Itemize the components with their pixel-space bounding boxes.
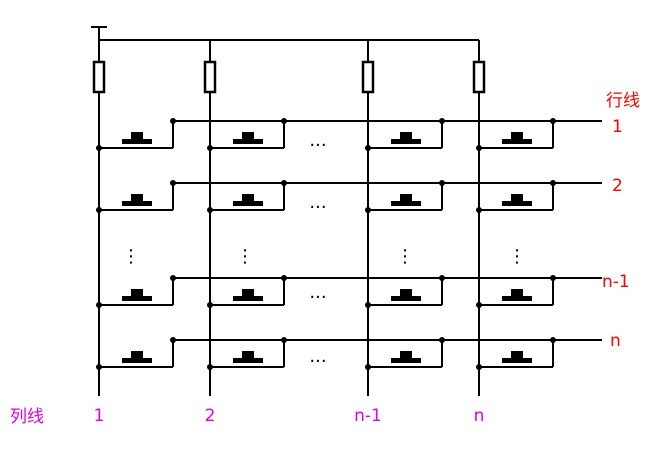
- junction-dot: [439, 180, 445, 186]
- junction-dot: [170, 337, 176, 343]
- junction-dot: [207, 145, 213, 151]
- column-ellipsis: ···: [309, 197, 326, 218]
- matrix-wiring: [91, 26, 602, 396]
- key-button: [391, 201, 421, 206]
- key-button: [122, 358, 152, 363]
- pull-up-resistor: [203, 60, 217, 94]
- key-button: [391, 139, 421, 144]
- junction-dot: [439, 118, 445, 124]
- row-ellipsis: ⋮: [508, 246, 526, 267]
- key-button-cap: [511, 194, 523, 202]
- junction-dot: [439, 337, 445, 343]
- key-button-cap: [242, 132, 254, 140]
- junction-dot: [550, 337, 556, 343]
- row-label-n-1: n-1: [602, 272, 630, 292]
- junction-dot: [207, 207, 213, 213]
- column-lines-title: 列线: [10, 407, 44, 427]
- junction-dot: [365, 302, 371, 308]
- row-ellipsis: ⋮: [122, 246, 140, 267]
- column-ellipsis: ···: [309, 287, 326, 308]
- junction-dot: [96, 364, 102, 370]
- junction-dot: [281, 180, 287, 186]
- junction-dot: [476, 145, 482, 151]
- junction-dot: [476, 302, 482, 308]
- junction-dot: [365, 207, 371, 213]
- junction-dot: [281, 275, 287, 281]
- key-button: [122, 296, 152, 301]
- key-button: [233, 358, 263, 363]
- key-button: [122, 139, 152, 144]
- junction-dot: [550, 275, 556, 281]
- key-button-cap: [511, 351, 523, 359]
- key-button-cap: [400, 194, 412, 202]
- row-ellipsis: ⋮: [396, 246, 414, 267]
- key-button: [391, 296, 421, 301]
- row-label-n: n: [610, 331, 621, 351]
- key-button: [502, 358, 532, 363]
- key-button-cap: [131, 289, 143, 297]
- key-button-cap: [131, 351, 143, 359]
- junction-dot: [365, 364, 371, 370]
- junction-dot: [170, 275, 176, 281]
- junction-dot: [476, 207, 482, 213]
- pull-up-resistor: [472, 60, 486, 94]
- key-button-cap: [511, 132, 523, 140]
- junction-dot: [281, 337, 287, 343]
- column-label-1: 1: [94, 406, 105, 426]
- junction-dot: [96, 302, 102, 308]
- junction-dot: [207, 364, 213, 370]
- key-button: [233, 139, 263, 144]
- pull-up-resistor: [361, 60, 375, 94]
- junction-dot: [96, 207, 102, 213]
- key-button: [502, 201, 532, 206]
- column-label-n: n: [474, 406, 485, 426]
- row-lines-title: 行线: [606, 91, 640, 111]
- key-button: [391, 358, 421, 363]
- junction-dot: [476, 364, 482, 370]
- junction-dot: [170, 118, 176, 124]
- matrix-labels: 行线 列线 1 2 n-1 n 1 2 n-1 n ··· ··· ··· ··…: [10, 91, 640, 427]
- key-button: [502, 296, 532, 301]
- key-button-cap: [400, 351, 412, 359]
- pull-up-resistor: [92, 60, 106, 94]
- junction-dot: [281, 118, 287, 124]
- junction-dot: [365, 145, 371, 151]
- key-button-cap: [400, 289, 412, 297]
- column-label-2: 2: [205, 406, 216, 426]
- key-button: [233, 201, 263, 206]
- junction-dot: [96, 145, 102, 151]
- junction-dot: [550, 180, 556, 186]
- key-button: [502, 139, 532, 144]
- row-label-1: 1: [612, 117, 623, 137]
- row-ellipsis: ⋮: [236, 246, 254, 267]
- key-button-cap: [511, 289, 523, 297]
- key-button: [233, 296, 263, 301]
- key-button-cap: [242, 289, 254, 297]
- key-button-cap: [131, 194, 143, 202]
- column-ellipsis: ···: [309, 135, 326, 156]
- junction-dot: [207, 302, 213, 308]
- junction-dot: [439, 275, 445, 281]
- key-button-cap: [400, 132, 412, 140]
- key-button-cap: [242, 351, 254, 359]
- junction-dot: [550, 118, 556, 124]
- column-ellipsis: ···: [309, 351, 326, 372]
- column-label-n-1: n-1: [354, 406, 382, 426]
- key-button-cap: [131, 132, 143, 140]
- row-label-2: 2: [612, 176, 623, 196]
- key-button: [122, 201, 152, 206]
- junction-dot: [170, 180, 176, 186]
- key-button-cap: [242, 194, 254, 202]
